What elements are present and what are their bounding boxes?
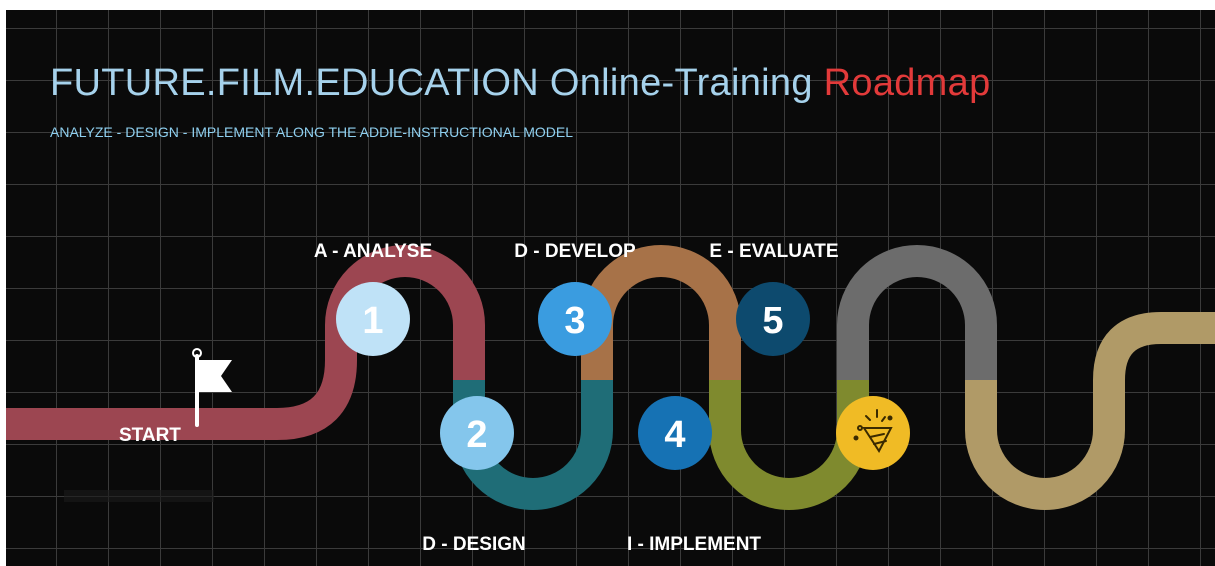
page-subtitle: ANALYZE - DESIGN - IMPLEMENT ALONG THE A… — [50, 124, 574, 140]
step-5: 5 — [736, 282, 810, 356]
step-1-number: 1 — [362, 300, 383, 342]
page-title: FUTURE.FILM.EDUCATION Online-Training Ro… — [50, 62, 991, 105]
step-4-circle — [638, 396, 712, 470]
step-1: 1 — [336, 282, 410, 356]
start-label: START — [119, 425, 181, 446]
step-5-number: 5 — [762, 300, 783, 342]
roadmap-diagram: START 1 2 3 4 5 — [6, 241, 1215, 555]
finish-circle — [836, 396, 910, 470]
road-segment-evaluate — [837, 245, 997, 380]
step-4-label: I - IMPLEMENT — [627, 534, 761, 555]
step-1-circle — [336, 282, 410, 356]
step-1-label: A - ANALYSE — [314, 241, 432, 262]
road-segment-develop — [581, 245, 741, 380]
step-4: 4 — [638, 396, 712, 470]
start-flag-icon — [192, 348, 232, 427]
step-5-label: E - EVALUATE — [709, 241, 838, 262]
faded-overlay-bar — [64, 490, 214, 502]
step-5-circle — [736, 282, 810, 356]
step-2-number: 2 — [466, 414, 487, 456]
roadmap-canvas: START 1 2 3 4 5 — [6, 10, 1215, 566]
finish-marker — [836, 396, 910, 470]
step-2: 2 — [440, 396, 514, 470]
road-segment-implement — [709, 380, 869, 510]
road-segment-final — [965, 312, 1215, 510]
step-3: 3 — [538, 282, 612, 356]
step-3-circle — [538, 282, 612, 356]
title-main: FUTURE.FILM.EDUCATION Online-Training — [50, 62, 824, 104]
party-popper-icon — [853, 409, 893, 453]
road-segment-start — [6, 325, 357, 440]
step-2-circle — [440, 396, 514, 470]
step-2-label: D - DESIGN — [422, 534, 525, 555]
title-accent: Roadmap — [823, 62, 991, 104]
step-3-label: D - DEVELOP — [514, 241, 636, 262]
step-3-number: 3 — [564, 300, 585, 342]
step-4-number: 4 — [664, 414, 685, 456]
